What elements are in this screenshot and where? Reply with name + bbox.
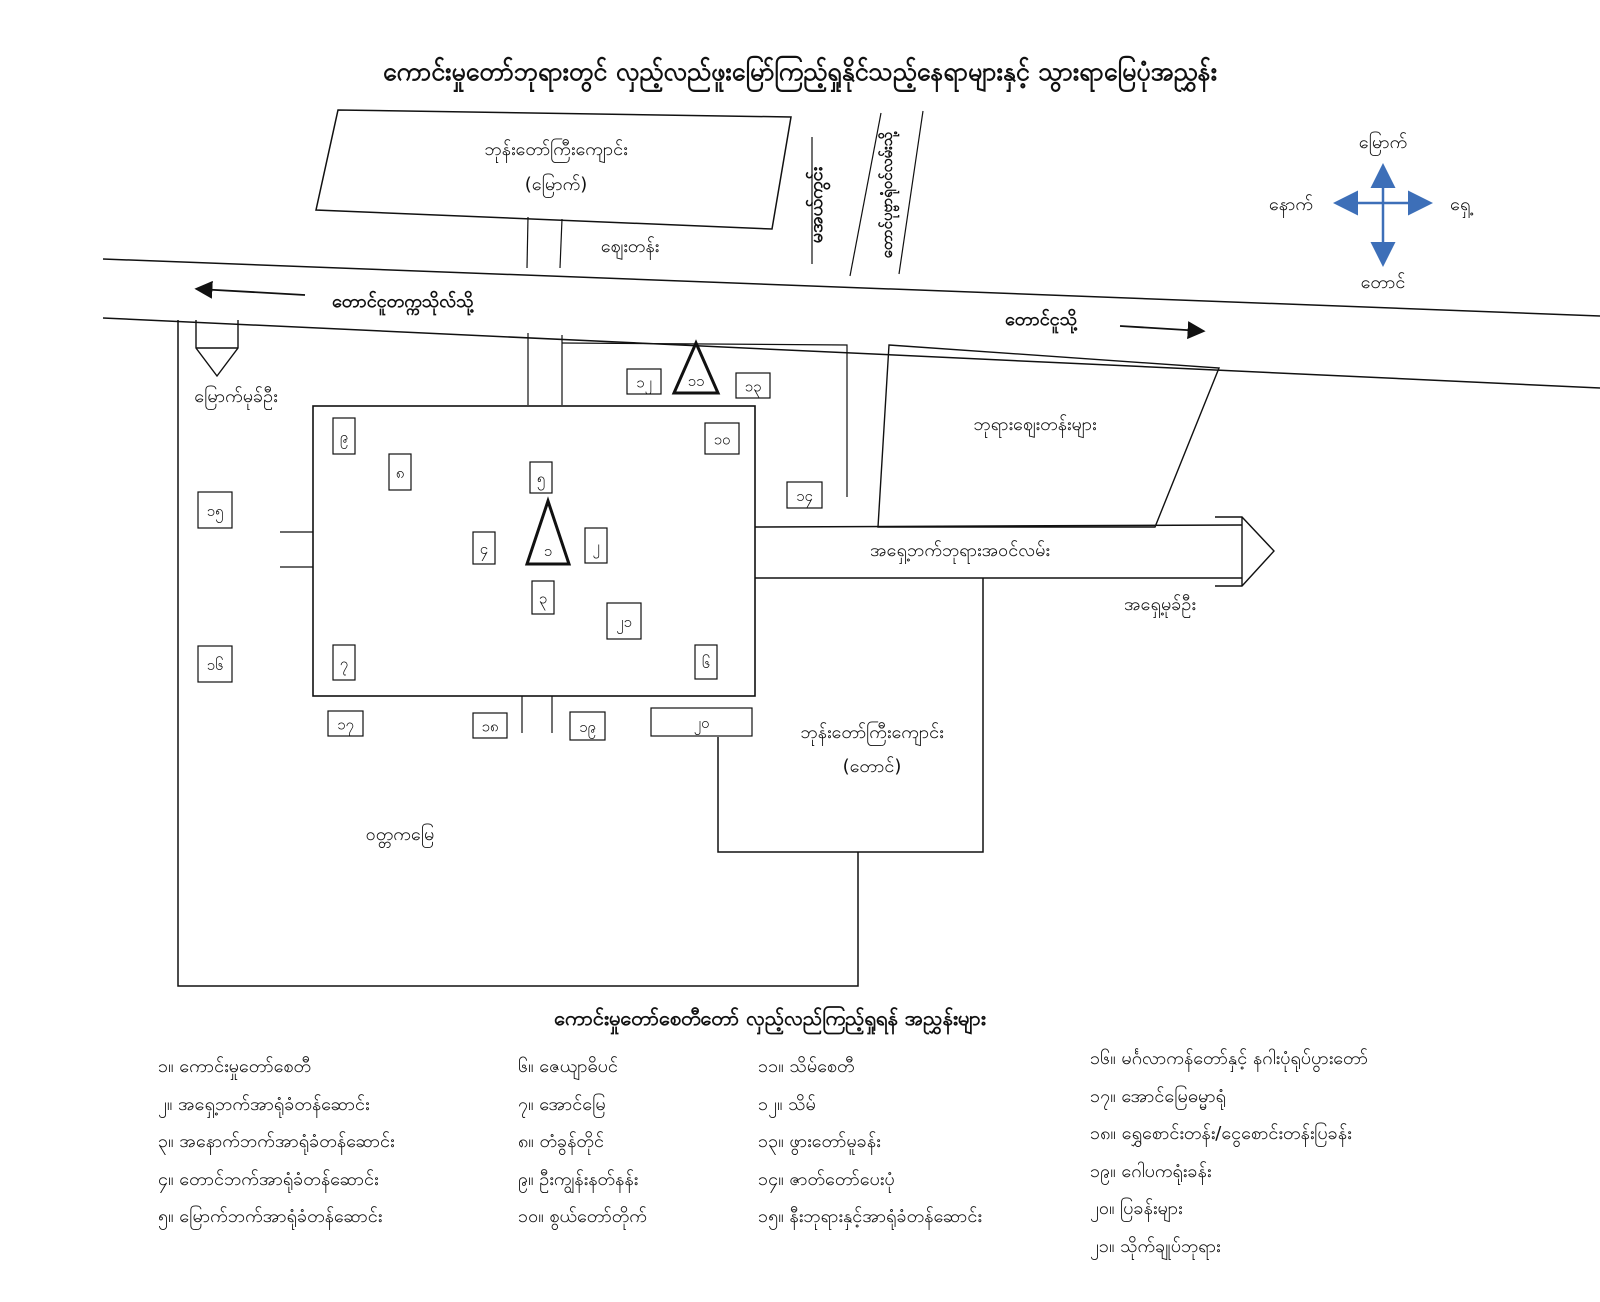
legend-item: ၁၂။ သိမ် — [758, 1093, 816, 1115]
legend-column-1: ၁။ ကောင်းမှုတော်စေတီ ၂။ အရှေ့ဘက်အာရုံခံတ… — [158, 1048, 395, 1236]
legend-item: ၁၀။ စွယ်တော်တိုက် — [518, 1206, 647, 1227]
map-marker-18: ၁၈ — [472, 712, 508, 739]
map-marker-13: ၁၃ — [735, 372, 771, 399]
map-marker-19: ၁၉ — [569, 711, 606, 741]
legend-item: ၇။ အောင်မြေ — [518, 1093, 606, 1115]
north-monastery-building — [315, 109, 792, 230]
map-marker-2: ၂ — [584, 527, 608, 564]
map-marker-number: ၁ — [544, 542, 552, 560]
monk-land-label: ဝတ္တကမြေ — [366, 823, 435, 848]
east-gate-shape — [1215, 516, 1275, 587]
compass-west-label: နောက် — [1269, 194, 1313, 218]
map-marker-number: ၄ — [480, 540, 488, 561]
map-marker-number: ၁၇ — [337, 716, 354, 737]
map-marker-16: ၁၆ — [197, 645, 233, 683]
sima-pagoda-icon — [671, 339, 721, 395]
map-marker-number: ၁၈ — [481, 718, 498, 736]
legend-item: ၈။ တံခွန်တိုင် — [518, 1131, 604, 1152]
map-marker-number: ၅ — [537, 470, 545, 491]
north-gate-shape — [195, 320, 239, 378]
map-marker-number: ၁၂ — [636, 374, 652, 395]
legend-item: ၂။ အရှေ့ဘက်အာရုံခံတန်ဆောင်း — [158, 1093, 370, 1115]
map-marker-21: ၂၁ — [606, 602, 642, 640]
legend-item: ၁၄။ ဇာတ်တော်ပေးပုံ — [758, 1168, 895, 1190]
map-title: ကောင်းမှုတော်ဘုရားတွင် လှည့်လည်ဖူးမြော်က… — [383, 56, 1217, 92]
compass-rose — [1333, 163, 1433, 267]
map-marker-3: ၃ — [531, 580, 555, 615]
map-marker-number: ၂၀ — [694, 714, 710, 735]
legend-title: ကောင်းမှုတော်စေတီတော် လှည့်လည်ကြည့်ရှုရန… — [554, 1005, 986, 1035]
map-marker-number: ၁၄ — [796, 487, 813, 508]
legend-item: ၁၁။ သိမ်စေတီ — [758, 1056, 855, 1077]
legend-item: ၁၃။ ဖွားတော်မူခန်း — [758, 1131, 881, 1152]
map-marker-1: ၁ — [544, 542, 552, 560]
map-marker-number: ၂၁ — [616, 613, 632, 634]
legend-column-4: ၁၆။ မင်္ဂလာကန်တော်နှင့် နဂါးပုံရုပ်ပွားတ… — [1090, 1040, 1368, 1265]
map-marker-number: ၈ — [396, 464, 405, 482]
lane-taungpubbaryon-label: တောင်ပုဗ္ဗာရုံဝင်လမ်းသို့ — [877, 131, 900, 259]
map-marker-6: ၆ — [694, 644, 718, 680]
legend-item: ၁၇။ အောင်မြေဓမ္မာရုံ — [1090, 1085, 1226, 1107]
legend-item: ၂၀။ ပြခန်းများ — [1090, 1198, 1183, 1219]
map-marker-number: ၁၉ — [579, 718, 596, 739]
market-shop-label: ဈေးတန်း — [601, 236, 659, 260]
legend-item: ၂၁။ သိုက်ချုပ်ဘုရား — [1090, 1235, 1221, 1257]
legend-column-3: ၁၁။ သိမ်စေတီ ၁၂။ သိမ် ၁၃။ ဖွားတော်မူခန်း… — [758, 1048, 982, 1236]
numbered-markers: ၅၄၁၂၃၉၈၁၀၂၁၇၆၁၂၁၃၁၄၁၅၁၆၁၇၁၈၁၉၂၀၁၁ — [197, 368, 823, 741]
north-gate-label: မြောက်မုခ်ဦး — [194, 385, 277, 410]
compass-north-label: မြောက် — [1359, 131, 1407, 156]
legend-column-2: ၆။ ဇေယျာဓိပင် ၇။ အောင်မြေ ၈။ တံခွန်တိုင်… — [518, 1048, 647, 1236]
map-marker-number: ၂ — [592, 538, 599, 559]
pagoda-terrace — [312, 405, 756, 697]
legend-item: ၁၈။ ရွှေစောင်းတန်း/ငွေစောင်းတန်းပြခန်း — [1090, 1123, 1352, 1144]
map-marker-number: ၁၅ — [207, 502, 224, 523]
legend-item: ၁၅။ နီးဘုရားနှင့်အာရုံခံတန်ဆောင်း — [758, 1206, 982, 1227]
main-road-south-edge — [102, 317, 1600, 389]
pagoda-shops-label: ဘုရားဈေးတန်းများ — [973, 414, 1096, 438]
compass-east-label: ရှေ့ — [1450, 194, 1473, 218]
east-entrance-road-label: အရှေ့ဘက်ဘုရားအဝင်လမ်း — [870, 540, 1050, 564]
map-marker-17: ၁၇ — [327, 710, 364, 737]
map-marker-7: ၇ — [332, 644, 356, 681]
east-gate-label: အရှေ့မုခ်ဦး — [1124, 594, 1196, 618]
legend-item: ၃။ အနောက်ဘက်အာရုံခံတန်ဆောင်း — [158, 1131, 395, 1152]
legend-item: ၆။ ဇေယျာဓိပင် — [518, 1056, 618, 1077]
compound-outline — [177, 320, 859, 987]
map-marker-12: ၁၂ — [626, 368, 662, 395]
map-marker-15: ၁၅ — [197, 491, 233, 529]
map-marker-number: ၆ — [702, 654, 710, 672]
map-marker-4: ၄ — [472, 531, 496, 565]
map-marker-number: ၇ — [340, 655, 348, 676]
main-pagoda-icon — [524, 496, 572, 566]
main-road-north-edge — [102, 258, 1600, 317]
map-marker-20: ၂၀ — [650, 707, 753, 737]
pagoda-shops-block — [877, 344, 1221, 528]
legend-item: ၅။ မြောက်ဘက်အာရုံခံတန်ဆောင်း — [158, 1206, 383, 1227]
map-marker-number: ၉ — [340, 428, 348, 449]
legend-item: ၁၉။ ဂေါပကရုံးခန်း — [1090, 1160, 1212, 1182]
map-marker-9: ၉ — [332, 417, 356, 455]
legend-item: ၉။ ဦးကျွန်းနတ်နန်း — [518, 1168, 639, 1190]
map-marker-8: ၈ — [388, 453, 412, 491]
map-marker-10: ၁၀ — [704, 422, 740, 455]
south-monastery-direction: (တောင်) — [843, 756, 902, 777]
south-monastery-label: ဘုန်းတော်ကြီးကျောင်း — [800, 721, 943, 746]
map-marker-14: ၁၄ — [786, 481, 823, 509]
legend-item: ၄။ တောင်ဘက်အာရုံခံတန်ဆောင်း — [158, 1168, 379, 1190]
road-to-toungoo-label: တောင်ငူသို့ — [1005, 308, 1078, 334]
north-monastery-label: ဘုန်းတော်ကြီးကျောင်း — [484, 138, 627, 163]
compass-south-label: တောင် — [1361, 272, 1406, 293]
map-marker-number: ၁၀ — [714, 431, 731, 449]
map-marker-number: ၁၆ — [207, 656, 224, 674]
road-to-university-label: တောင်ငူတက္ကသိုလ်သို့ — [332, 290, 474, 316]
legend-item: ၁။ ကောင်းမှုတော်စေတီ — [158, 1056, 312, 1077]
map-marker-5: ၅ — [529, 461, 553, 494]
map-marker-number: ၁၃ — [745, 378, 762, 399]
legend-item: ၁၆။ မင်္ဂလာကန်တော်နှင့် နဂါးပုံရုပ်ပွားတ… — [1090, 1048, 1368, 1069]
north-monastery-direction: (မြောက်) — [525, 173, 588, 198]
map-marker-11: ၁၁ — [688, 372, 705, 390]
map-marker-number: ၃ — [539, 590, 547, 611]
lane-maykwin-label: မအယ်ကွင်း — [805, 166, 831, 243]
